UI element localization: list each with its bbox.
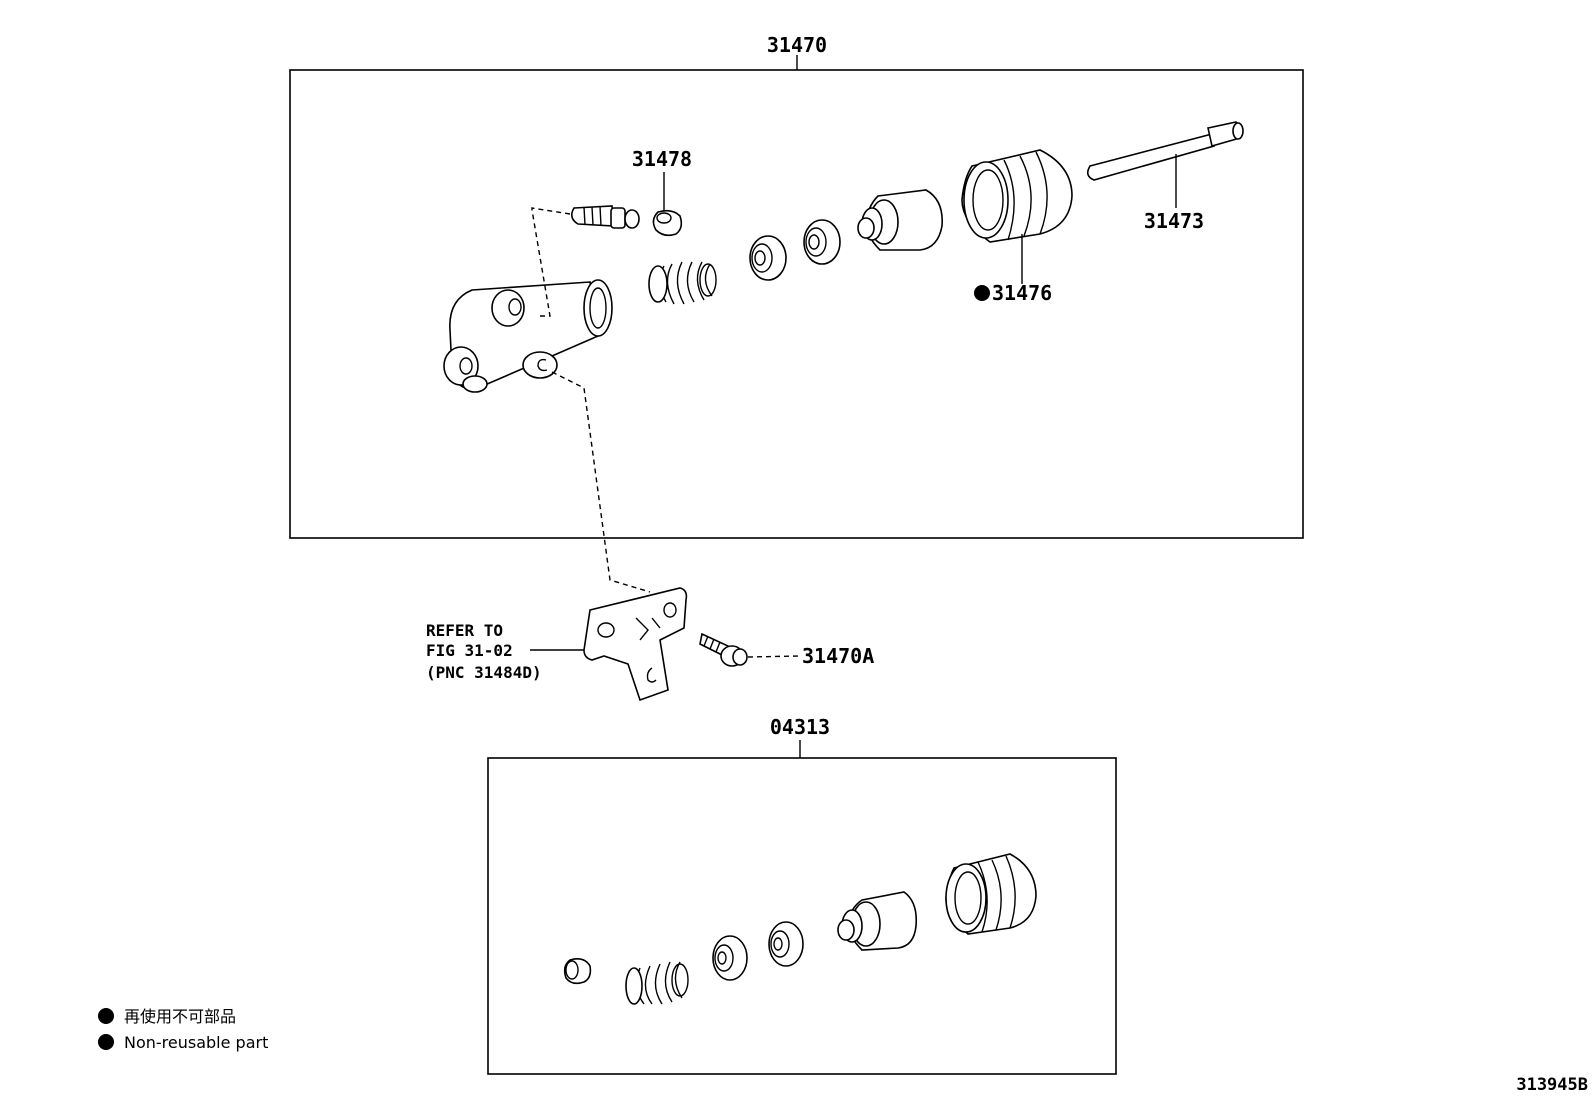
bolt[interactable] <box>699 632 801 667</box>
refer-text-line3: (PNC 31484D) <box>426 663 542 682</box>
bracket-leader <box>551 371 651 593</box>
kit-piston[interactable] <box>837 891 918 951</box>
assembly-box <box>289 69 1304 539</box>
kit-cup-2[interactable] <box>768 921 804 967</box>
kit-spring[interactable] <box>625 961 689 1005</box>
legend-english: Non-reusable part <box>124 1033 268 1052</box>
kit-box <box>487 757 1117 1075</box>
label-31470[interactable]: 31470 <box>767 33 827 57</box>
refer-text-line1: REFER TO <box>426 621 503 640</box>
bleeder-plug[interactable] <box>570 205 640 229</box>
kit-cap[interactable] <box>563 958 592 985</box>
piston[interactable] <box>857 189 943 251</box>
assembly-31470: 31470 <box>289 33 1304 539</box>
kit-boot[interactable] <box>945 853 1037 935</box>
bleeder-cap[interactable] <box>652 172 683 237</box>
cylinder-body[interactable] <box>443 279 613 393</box>
label-31473[interactable]: 31473 <box>1144 209 1204 233</box>
bleeder-leader <box>531 207 571 317</box>
piston-cup-2[interactable] <box>803 219 841 265</box>
label-31478[interactable]: 31478 <box>632 147 692 171</box>
label-31476[interactable]: 31476 <box>992 281 1052 305</box>
kit-cup-1[interactable] <box>712 935 748 981</box>
legend-bullet-english <box>98 1034 114 1050</box>
refer-text-line2: FIG 31-02 <box>426 641 513 660</box>
spring[interactable] <box>648 261 717 305</box>
non-reusable-mark-31476 <box>974 285 990 301</box>
piston-cup-1[interactable] <box>749 235 787 281</box>
legend: 再使用不可部品 Non-reusable part <box>98 1007 268 1052</box>
label-04313[interactable]: 04313 <box>770 715 830 739</box>
legend-japanese: 再使用不可部品 <box>124 1007 236 1026</box>
legend-bullet-japanese <box>98 1008 114 1024</box>
release-cylinder-bracket[interactable] <box>530 587 688 702</box>
push-rod[interactable] <box>1086 121 1244 208</box>
kit-04313: 04313 <box>487 715 1117 1075</box>
label-31470A[interactable]: 31470A <box>802 644 874 668</box>
figure-code: 313945B <box>1516 1075 1588 1095</box>
boot[interactable] <box>961 149 1073 284</box>
